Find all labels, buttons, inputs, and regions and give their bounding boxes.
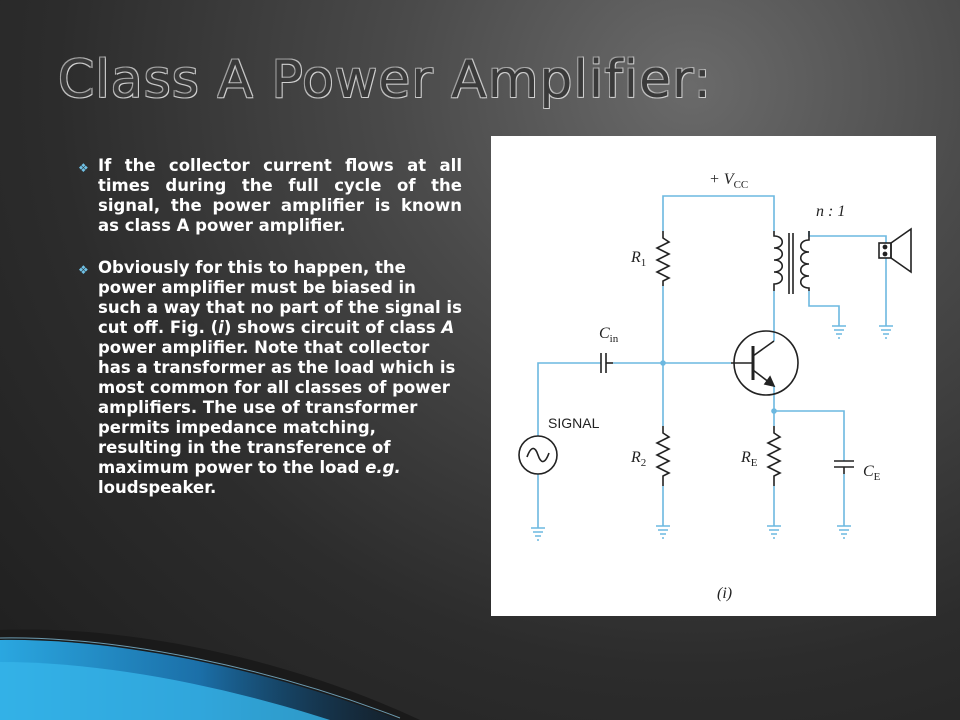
speaker-icon <box>890 227 912 274</box>
circuit-svg: + VCC n : 1 R1 R2 RE Cin CE (i) SIGNAL <box>518 171 912 602</box>
vcc-label: + V <box>709 171 736 188</box>
sweep-line <box>0 637 401 719</box>
diamond-bullet-icon: ❖ <box>78 263 89 277</box>
bullet-list: ❖ If the collector current flows at all … <box>78 156 462 520</box>
signal-input-wire <box>537 362 601 436</box>
svg-text:Cin: Cin <box>599 325 619 345</box>
r1-label: R <box>630 249 641 266</box>
bullet-text-italic: e.g. <box>365 458 401 477</box>
signal-label: SIGNAL <box>548 415 600 431</box>
transformer-core <box>788 233 794 294</box>
secondary-top-wire <box>808 231 887 243</box>
speaker-terminal <box>882 251 888 257</box>
junction-dot <box>771 408 777 414</box>
bullet-item: ❖ If the collector current flows at all … <box>78 156 462 236</box>
r2-label: R <box>630 449 641 466</box>
bullet-text: If the collector current flows at all ti… <box>98 156 462 235</box>
transistor-collector <box>752 340 775 357</box>
ground-icon <box>879 325 893 339</box>
decorative-sweep <box>0 629 420 720</box>
svg-text:RE: RE <box>740 449 758 469</box>
r2-resistor <box>655 426 671 486</box>
r1-resistor <box>655 231 671 286</box>
signal-source <box>518 435 558 475</box>
turns-ratio-label: n : 1 <box>816 203 845 220</box>
ground-icon <box>656 525 670 539</box>
cin-capacitor <box>600 353 607 373</box>
primary-coil <box>773 231 784 291</box>
bullet-item: ❖ Obviously for this to happen, the powe… <box>78 258 462 498</box>
ground-icon <box>531 527 545 541</box>
speaker-terminal <box>882 244 888 250</box>
ce-capacitor <box>834 460 854 468</box>
cin-label: C <box>599 325 610 342</box>
emitter-arrow-icon <box>763 375 776 388</box>
bullet-text-segment: Obviously for this to happen, the power … <box>98 258 462 337</box>
vcc-rail-wire <box>662 195 775 231</box>
sweep-band-light <box>0 662 330 720</box>
ground-icon <box>837 525 851 539</box>
junction-dot <box>660 360 666 366</box>
secondary-coil <box>799 231 810 291</box>
circuit-diagram: + VCC n : 1 R1 R2 RE Cin CE (i) SIGNAL <box>491 136 936 616</box>
ground-icon <box>832 325 846 339</box>
cin-subscript: in <box>610 333 619 345</box>
svg-text:CE: CE <box>863 463 881 483</box>
circuit-wires <box>531 195 893 541</box>
r2-subscript: 2 <box>641 457 647 469</box>
re-resistor <box>766 426 782 486</box>
sine-wave-icon <box>526 447 550 463</box>
circuit-labels: + VCC n : 1 R1 R2 RE Cin CE (i) <box>599 171 881 602</box>
ground-icon <box>767 525 781 539</box>
re-subscript: E <box>751 457 758 469</box>
ce-label: C <box>863 463 874 480</box>
bullet-text-segment: loudspeaker. <box>98 478 217 497</box>
ce-subscript: E <box>874 471 881 483</box>
diamond-bullet-icon: ❖ <box>78 161 89 175</box>
bullet-text-segment: ) shows circuit of class <box>223 318 442 337</box>
r1-subscript: 1 <box>641 257 647 269</box>
bullet-text-segment: power amplifier. Note that collector has… <box>98 338 456 477</box>
vcc-subscript: CC <box>734 179 749 191</box>
svg-text:R1: R1 <box>630 249 646 269</box>
slide-title: Class A Power Amplifier: <box>58 50 713 110</box>
bullet-text-italic: i <box>218 318 224 337</box>
figure-label: (i) <box>717 585 732 602</box>
emitter-cap-wire <box>773 386 845 461</box>
circuit-components <box>518 227 912 486</box>
svg-text:+ VCC: + VCC <box>709 171 748 191</box>
re-label: R <box>740 449 751 466</box>
junctions <box>660 360 777 414</box>
bullet-text-italic: A <box>441 318 455 337</box>
svg-text:R2: R2 <box>630 449 646 469</box>
secondary-bottom-wire <box>808 291 840 326</box>
